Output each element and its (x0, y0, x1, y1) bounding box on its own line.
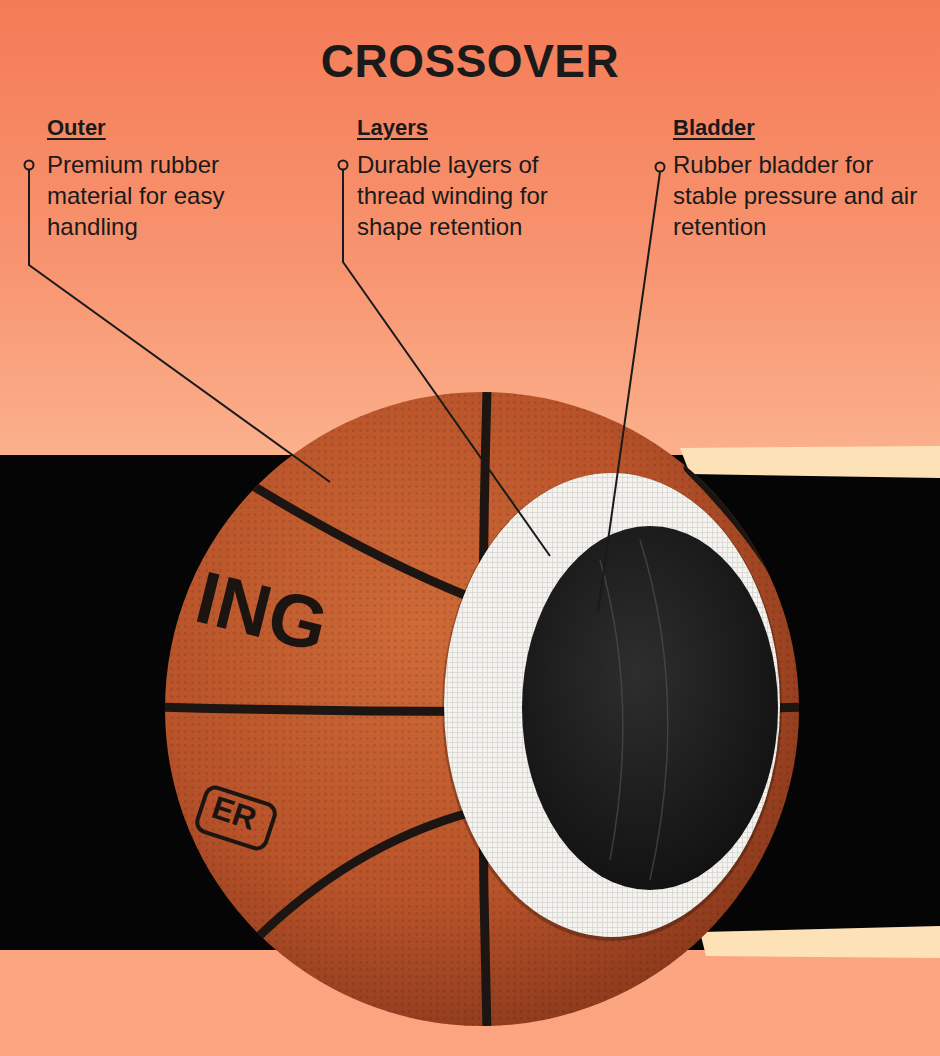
callout-text: Durable layers of thread winding for sha… (357, 149, 607, 242)
bladder-seam (600, 560, 623, 860)
callout-text: Rubber bladder for stable pressure and a… (673, 149, 931, 242)
ball-seams (160, 390, 805, 1030)
ball-logo: ER (208, 791, 260, 835)
callout-heading: Layers (357, 114, 557, 142)
callout-heading: Outer (47, 114, 247, 142)
callout-text: Premium rubber material for easy handlin… (47, 149, 282, 242)
cream-stripe (700, 926, 940, 958)
ball-logo: ING (189, 560, 335, 664)
cutaway-shadow (442, 473, 782, 941)
thread-layers (444, 473, 780, 937)
logo-patch (195, 785, 278, 851)
cream-stripe (680, 446, 940, 478)
callout-heading: Bladder (673, 114, 873, 142)
rubber-bladder (522, 526, 778, 890)
bladder-seam (640, 540, 668, 880)
diagram-title: CROSSOVER (0, 34, 940, 88)
